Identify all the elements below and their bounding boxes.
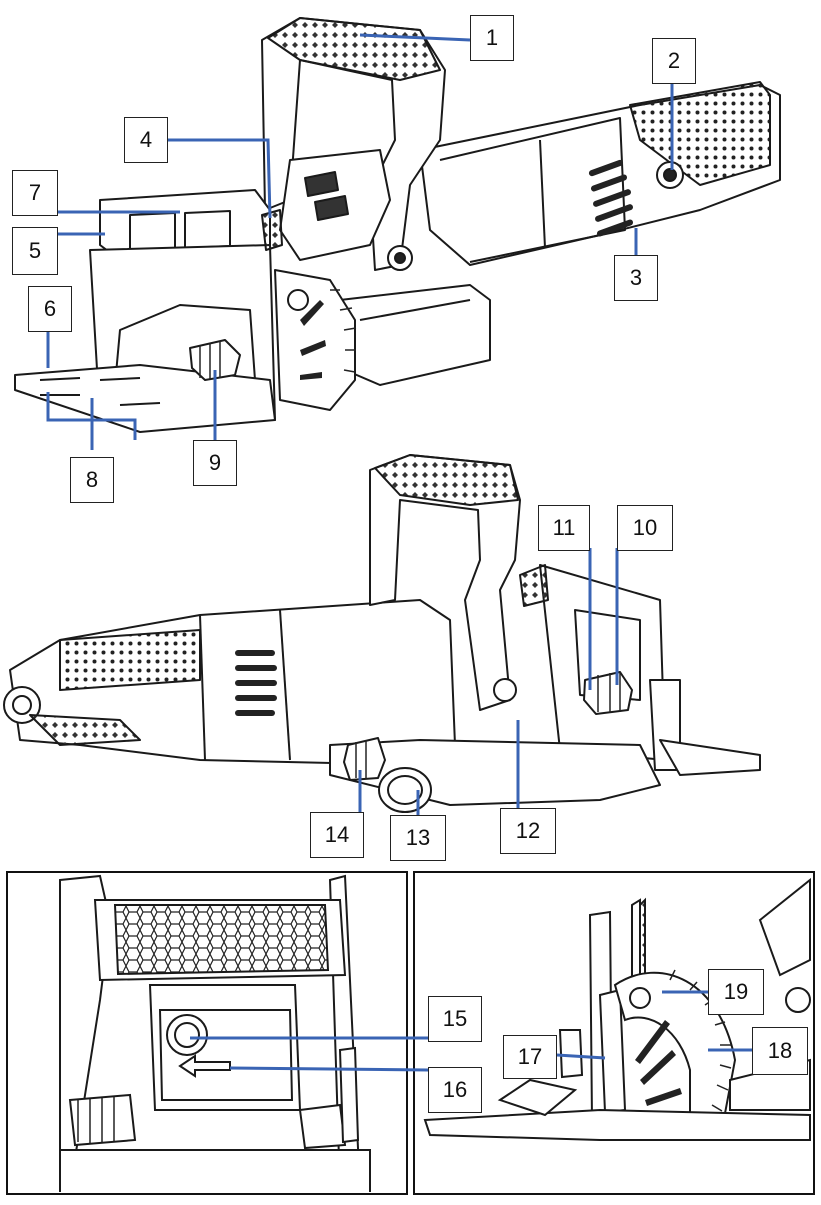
- leader-8: [46, 392, 137, 450]
- detail-panel-right: [413, 871, 815, 1195]
- handle-grip-texture: [267, 17, 441, 81]
- leader-16: [229, 1066, 429, 1072]
- callout-16: 16: [428, 1067, 482, 1113]
- rear-grip-dotted: [629, 81, 771, 186]
- callout-3: 3: [614, 255, 658, 301]
- callout-1: 1: [470, 15, 514, 61]
- depth-knob: [343, 737, 386, 781]
- callout-12: 12: [500, 808, 556, 854]
- callout-18: 18: [752, 1027, 808, 1075]
- callout-7: 7: [12, 170, 58, 216]
- callout-2: 2: [652, 38, 696, 84]
- callout-9: 9: [193, 440, 237, 486]
- callout-19: 19: [708, 969, 764, 1015]
- callout-6: 6: [28, 286, 72, 332]
- angle-scale-detail: [613, 971, 737, 1141]
- callout-17: 17: [503, 1035, 557, 1079]
- leader-1: [359, 33, 471, 42]
- motor-vents: [588, 159, 634, 237]
- callout-5: 5: [12, 227, 58, 275]
- callout-8: 8: [70, 457, 114, 503]
- middle-machine-view: [3, 454, 761, 813]
- bottom-plate: [14, 364, 276, 433]
- fence-knob: [189, 339, 241, 381]
- callout-4: 4: [124, 117, 168, 163]
- callout-14: 14: [310, 812, 364, 858]
- angle-dial: [274, 269, 356, 411]
- callout-10: 10: [617, 505, 673, 551]
- top-handle: [261, 17, 446, 271]
- top-machine-view: [14, 17, 781, 433]
- leader-lines: [46, 33, 752, 1072]
- leader-17: [556, 1053, 606, 1060]
- detail-panel-left: [6, 871, 408, 1195]
- callout-15: 15: [428, 996, 482, 1042]
- callout-11: 11: [538, 505, 590, 551]
- callout-13: 13: [390, 815, 446, 861]
- motor-vents-rear: [235, 650, 277, 716]
- leader-4: [168, 138, 272, 219]
